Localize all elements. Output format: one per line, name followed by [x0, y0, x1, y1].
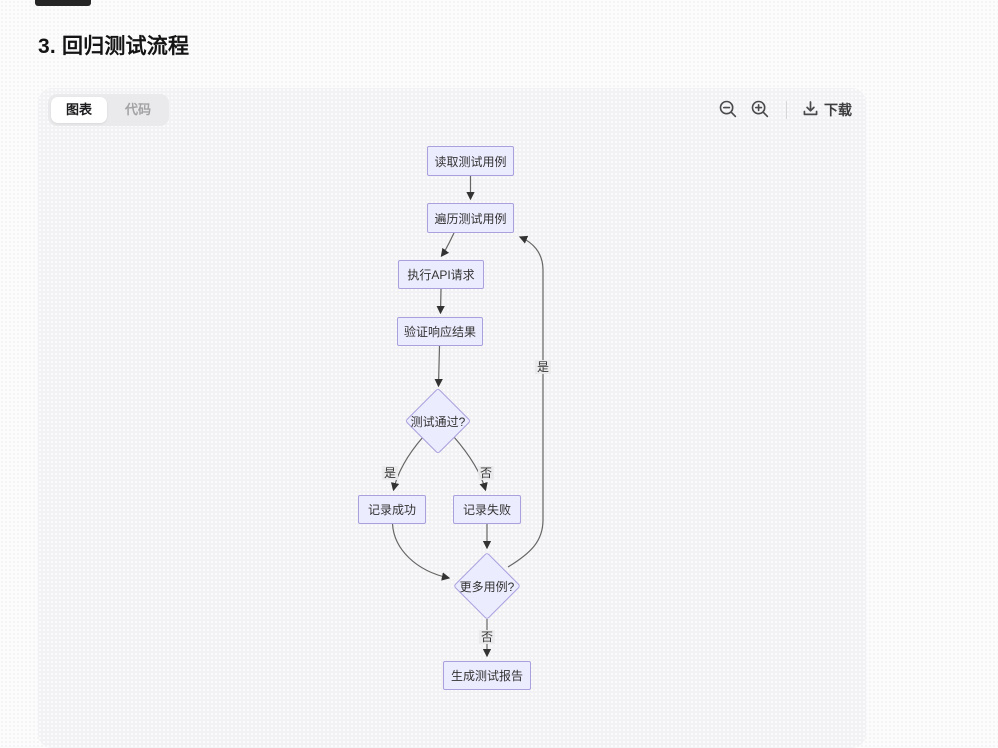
download-icon — [801, 99, 820, 121]
page-title: 3. 回归测试流程 — [38, 35, 190, 58]
partial-element-top — [35, 0, 91, 6]
tab-code[interactable]: 代码 — [110, 97, 166, 123]
download-button[interactable]: 下载 — [801, 97, 852, 123]
view-tab-group: 图表代码 — [48, 94, 170, 126]
magnifier-minus-icon — [718, 99, 738, 122]
zoom-out-button[interactable] — [716, 97, 740, 124]
magnifier-plus-icon — [750, 99, 770, 122]
download-label: 下载 — [824, 102, 852, 118]
toolbar-divider — [786, 101, 787, 119]
zoom-in-button[interactable] — [748, 97, 772, 124]
tab-chart[interactable]: 图表 — [51, 97, 108, 123]
diagram-card: 图表代码 — [38, 88, 866, 748]
card-header: 图表代码 — [38, 88, 866, 132]
diagram-toolbar: 下载 — [716, 97, 852, 124]
